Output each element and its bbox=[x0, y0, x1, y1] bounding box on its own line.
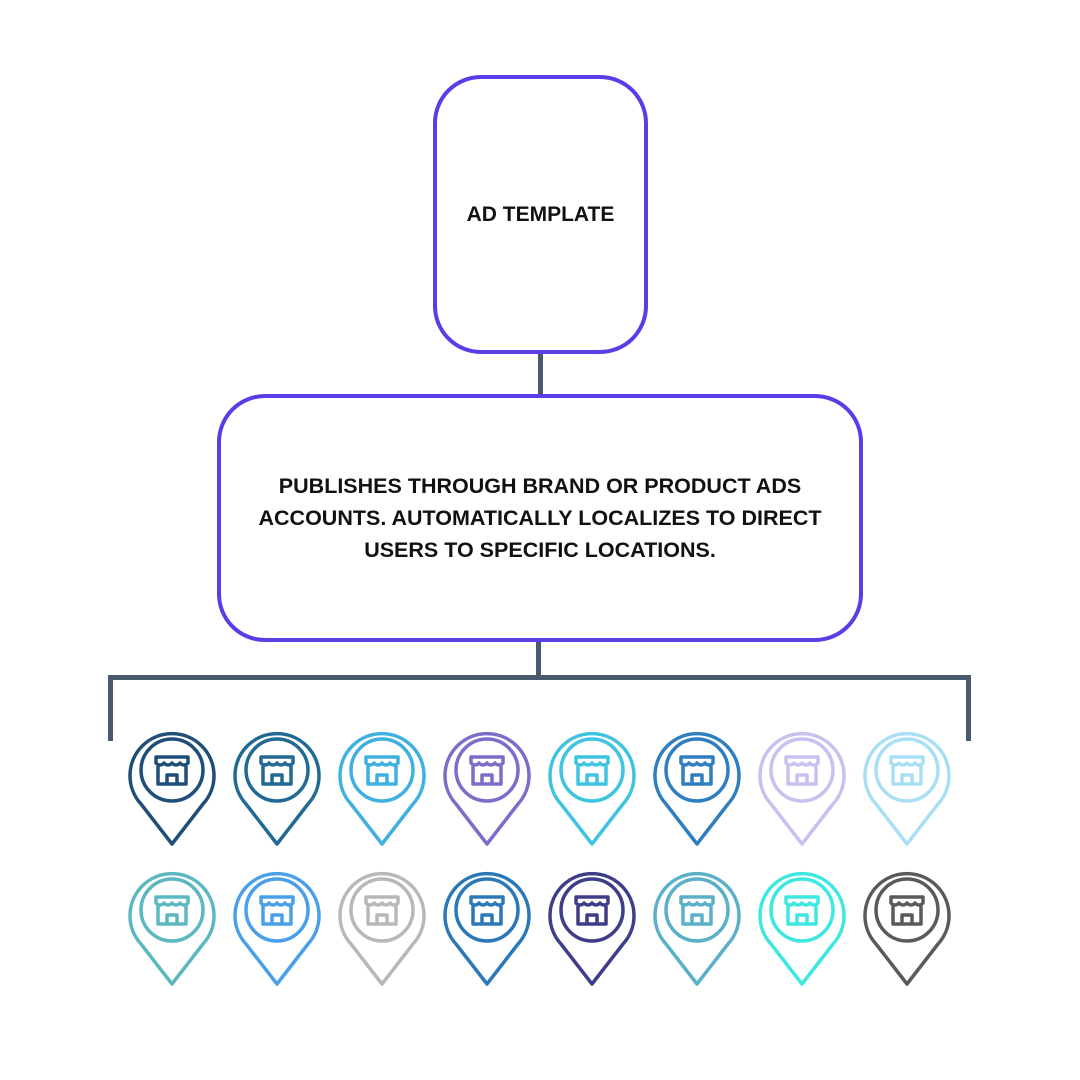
store-location-pin-icon bbox=[336, 724, 428, 848]
store-location-pin-icon bbox=[126, 724, 218, 848]
store-location-pin-icon bbox=[231, 724, 323, 848]
store-location-pin-icon bbox=[546, 864, 638, 988]
publishing-label: PUBLISHES THROUGH BRAND OR PRODUCT ADS A… bbox=[258, 474, 822, 562]
publishing-box: PUBLISHES THROUGH BRAND OR PRODUCT ADS A… bbox=[217, 394, 863, 642]
ad-template-label: AD TEMPLATE bbox=[466, 202, 615, 226]
store-location-pin-icon bbox=[651, 864, 743, 988]
connector-right-drop bbox=[966, 675, 971, 741]
connector-horizontal bbox=[108, 675, 971, 680]
ad-template-box: AD TEMPLATE bbox=[433, 75, 648, 354]
store-location-pin-icon bbox=[861, 864, 953, 988]
store-location-pin-icon bbox=[861, 724, 953, 848]
store-location-pin-icon bbox=[336, 864, 428, 988]
store-location-pin-icon bbox=[651, 724, 743, 848]
connector-left-drop bbox=[108, 675, 113, 741]
store-location-pin-icon bbox=[126, 864, 218, 988]
store-location-pin-icon bbox=[441, 864, 533, 988]
connector-middle bbox=[536, 642, 541, 678]
connector-top bbox=[538, 354, 543, 394]
store-location-pin-icon bbox=[756, 724, 848, 848]
store-location-pin-icon bbox=[231, 864, 323, 988]
store-location-pin-icon bbox=[441, 724, 533, 848]
store-location-pin-icon bbox=[546, 724, 638, 848]
store-location-pin-icon bbox=[756, 864, 848, 988]
